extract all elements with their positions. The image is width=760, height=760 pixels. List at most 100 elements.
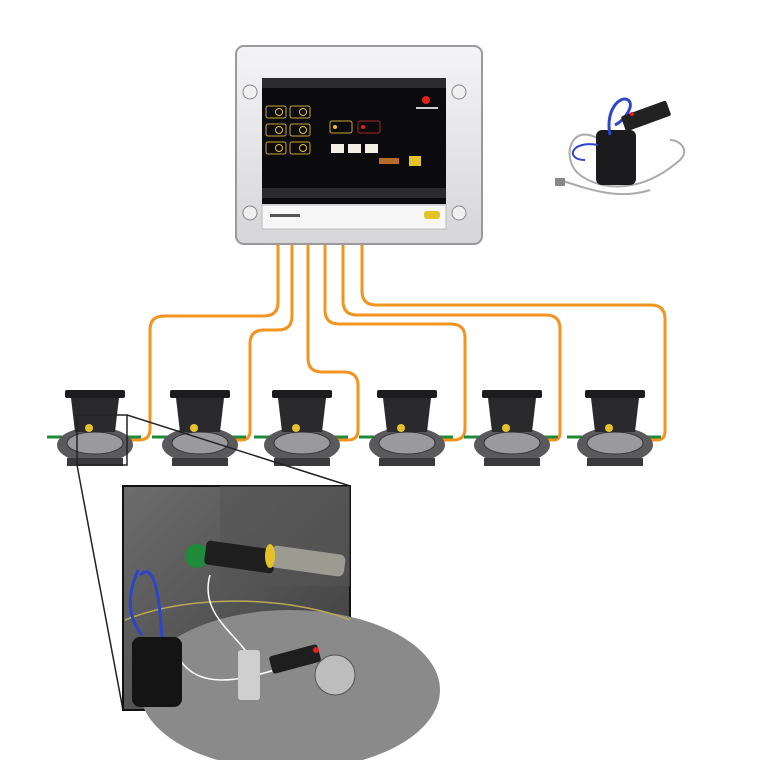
inset-white-wire bbox=[207, 574, 246, 651]
monitored-unit-3[interactable] bbox=[254, 390, 348, 466]
unit-sensor-clamp-icon bbox=[502, 424, 510, 432]
inset-round-port bbox=[314, 654, 356, 696]
screen-button-2[interactable] bbox=[348, 144, 361, 153]
screw-group bbox=[242, 84, 467, 221]
unit-top-flange bbox=[65, 390, 125, 398]
unit-body bbox=[176, 398, 224, 432]
screen-channel-button[interactable] bbox=[289, 123, 311, 137]
screen-channel-button[interactable] bbox=[265, 123, 287, 137]
cable-1 bbox=[128, 244, 280, 442]
unit-impeller-icon bbox=[273, 431, 331, 455]
sensor-plug bbox=[555, 178, 565, 186]
panel-label-strip bbox=[261, 204, 447, 230]
unit-sensor-clamp-icon bbox=[190, 424, 198, 432]
inset-probe-body bbox=[204, 540, 276, 574]
panel-screen[interactable] bbox=[262, 78, 446, 204]
sensor-blue-cable-2 bbox=[571, 143, 599, 161]
status-dot-red bbox=[361, 125, 365, 129]
alarm-indicator-icon bbox=[422, 96, 430, 104]
unit-body bbox=[488, 398, 536, 432]
screen-channel-button[interactable] bbox=[289, 141, 311, 155]
unit-impeller-icon bbox=[483, 431, 541, 455]
channel-gauge-icon bbox=[299, 108, 307, 116]
detail-inset bbox=[122, 485, 440, 760]
screen-channel-button[interactable] bbox=[289, 105, 311, 119]
channel-gauge-icon bbox=[299, 126, 307, 134]
unit-impeller-icon bbox=[171, 431, 229, 455]
unit-impeller-icon bbox=[66, 431, 124, 455]
unit-body bbox=[591, 398, 639, 432]
sensor-assembly bbox=[555, 97, 686, 196]
inset-blue-cable bbox=[128, 569, 164, 641]
screw-icon bbox=[242, 205, 258, 221]
screen-button-1[interactable] bbox=[331, 144, 344, 153]
unit-sensor-clamp-icon bbox=[397, 424, 405, 432]
screen-button-3[interactable] bbox=[365, 144, 378, 153]
cable-5 bbox=[341, 244, 562, 442]
unit-foot bbox=[379, 458, 435, 466]
channel-gauge-icon bbox=[275, 108, 283, 116]
unit-sensor-clamp-icon bbox=[605, 424, 613, 432]
unit-top-flange bbox=[482, 390, 542, 398]
sensor-led-icon bbox=[630, 112, 634, 116]
panel-label-text-mark bbox=[270, 214, 300, 217]
status-box-yellow[interactable] bbox=[329, 120, 353, 134]
unit-body bbox=[278, 398, 326, 432]
sensor-body bbox=[596, 130, 636, 185]
screen-channel-button[interactable] bbox=[265, 105, 287, 119]
brand-logo-icon bbox=[424, 211, 440, 219]
unit-foot bbox=[274, 458, 330, 466]
unit-foot bbox=[484, 458, 540, 466]
zoom-line-left bbox=[76, 464, 124, 711]
alarm-label-mark bbox=[416, 107, 438, 109]
screen-bottom-bar bbox=[262, 188, 446, 198]
inset-red-indicator-icon bbox=[313, 647, 319, 653]
channel-gauge-icon bbox=[299, 144, 307, 152]
unit-top-flange bbox=[585, 390, 645, 398]
unit-top-flange bbox=[377, 390, 437, 398]
status-box-red[interactable] bbox=[357, 120, 381, 134]
unit-foot bbox=[172, 458, 228, 466]
screen-channel-button[interactable] bbox=[265, 141, 287, 155]
inset-fitting bbox=[238, 650, 260, 700]
monitored-unit-5[interactable] bbox=[464, 390, 558, 466]
unit-sensor-clamp-icon bbox=[85, 424, 93, 432]
cable-4 bbox=[323, 244, 467, 442]
channel-gauge-icon bbox=[275, 144, 283, 152]
cable-3 bbox=[306, 244, 360, 442]
screen-icon-group bbox=[265, 105, 311, 155]
control-panel[interactable] bbox=[235, 45, 483, 245]
monitored-unit-4[interactable] bbox=[359, 390, 453, 466]
sensor-grey-cable bbox=[568, 133, 686, 188]
status-dot-yellow bbox=[333, 125, 337, 129]
zoom-line-right bbox=[126, 414, 351, 487]
screen-top-bar bbox=[262, 78, 446, 88]
monitored-unit-6[interactable] bbox=[567, 390, 661, 466]
cable-group bbox=[128, 244, 667, 442]
zoom-region-box bbox=[76, 414, 128, 466]
cable-6 bbox=[360, 244, 667, 442]
inset-probe-sleeve bbox=[269, 545, 346, 577]
inset-yellow-clamp bbox=[265, 544, 275, 568]
screw-icon bbox=[242, 84, 258, 100]
unit-impeller-icon bbox=[586, 431, 644, 455]
unit-sensor-clamp-icon bbox=[292, 424, 300, 432]
unit-top-flange bbox=[170, 390, 230, 398]
unit-body bbox=[383, 398, 431, 432]
sensor-grey-cable-2 bbox=[559, 179, 651, 196]
screen-gauge-yellow bbox=[409, 156, 421, 166]
unit-impeller-icon bbox=[378, 431, 436, 455]
unit-foot bbox=[67, 458, 123, 466]
unit-foot bbox=[587, 458, 643, 466]
inset-sensor-body bbox=[132, 637, 182, 707]
inset-white-wire-2 bbox=[179, 659, 276, 681]
inset-floor-plate bbox=[140, 610, 440, 760]
monitored-unit-2[interactable] bbox=[152, 390, 246, 466]
unit-top-flange bbox=[272, 390, 332, 398]
channel-gauge-icon bbox=[275, 126, 283, 134]
inset-green-connector bbox=[185, 544, 209, 568]
screw-icon bbox=[451, 84, 467, 100]
inset-cable-gland bbox=[269, 644, 321, 674]
screw-icon bbox=[451, 205, 467, 221]
